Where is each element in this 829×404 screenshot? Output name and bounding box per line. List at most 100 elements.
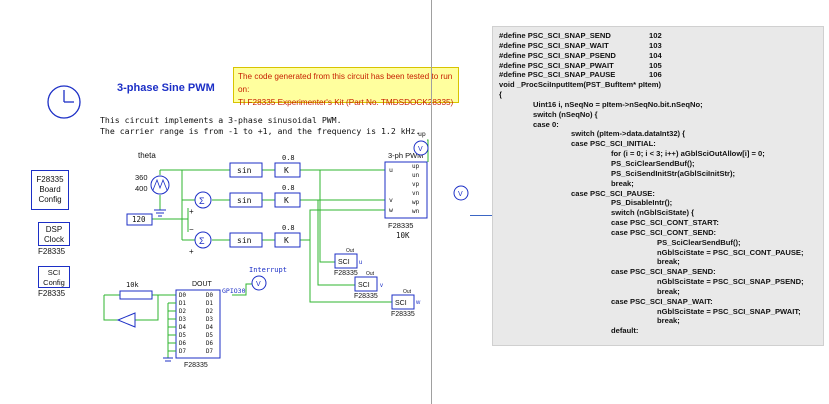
dout-block[interactable] (175, 289, 221, 359)
code-define-value: 106 (649, 70, 662, 80)
dsp-clock-line1: DSP (45, 225, 63, 234)
code-define-value: 104 (649, 50, 662, 60)
dout-pin-left: D3 (179, 317, 186, 323)
code-line: case PSC_SCI_SNAP_WAIT: (611, 296, 713, 306)
code-line: nGblSciState = PSC_SCI_SNAP_PSEND; (657, 277, 804, 287)
sci-label-v: SCI (358, 282, 370, 289)
summer-w[interactable]: Σ (194, 231, 212, 249)
tested-notice: The code generated from this circuit has… (233, 67, 459, 107)
sci-chip-w: F28335 (391, 311, 415, 318)
sci-signal-v: v (380, 283, 383, 289)
interrupt-label: Interrupt (249, 266, 287, 274)
dout-pin-right: D3 (206, 317, 213, 323)
pwm-chip: F28335 (388, 221, 413, 230)
inverter-icon[interactable] (116, 312, 136, 328)
board-config-line2: Board (39, 185, 61, 194)
pwm-port-un: un (412, 172, 420, 179)
code-line: case PSC_SCI_INITIAL: (571, 139, 656, 149)
sin-block-w[interactable] (229, 232, 263, 248)
code-line: break; (657, 286, 680, 296)
interrupt-voltmeter[interactable] (251, 275, 267, 291)
dout-ground-icon (163, 357, 173, 362)
code-define-name: #define PSC_SCI_SNAP_SEND (499, 31, 611, 40)
dout-pin-right: D5 (206, 333, 213, 339)
circuit-title: 3-phase Sine PWM (117, 82, 215, 94)
code-line: case 0: (533, 119, 559, 129)
dout-pin-left: D2 (179, 309, 186, 315)
sine-source[interactable] (150, 175, 170, 195)
code-line: break; (657, 316, 680, 326)
resistor-icon[interactable] (119, 290, 153, 300)
clock-icon[interactable] (47, 85, 81, 119)
pwm-block[interactable] (384, 161, 428, 219)
pwm-port-vp: vp (412, 181, 420, 188)
code-line: Uint16 i, nSeqNo = pItem->nSeqNo.bit.nSe… (533, 99, 703, 109)
sin-label-u: sin (237, 166, 252, 175)
sin-label-v: sin (237, 196, 252, 205)
gain-value-w: 0.8 (282, 224, 295, 232)
voltmeter-up[interactable] (413, 140, 429, 156)
code-line: PS_SciClearSendBuf(); (611, 158, 695, 168)
code-line: case PSC_SCI_PAUSE: (571, 188, 655, 198)
sine-source-amplitude: 360 (135, 173, 148, 182)
sci-chip-v: F28335 (354, 293, 378, 300)
resistor-label: 10k (126, 281, 139, 289)
gain-block-u[interactable] (274, 162, 301, 178)
code-line: switch (nGblSciState) { (611, 208, 695, 218)
board-config-block[interactable]: F28335 Board Config (31, 170, 69, 210)
sin-block-v[interactable] (229, 192, 263, 208)
circuit-description-line1: This circuit implements a 3-phase sinuso… (100, 115, 342, 125)
code-line: break; (657, 257, 680, 267)
gain-block-w[interactable] (274, 232, 301, 248)
sci-label-u: SCI (338, 259, 350, 266)
voltmeter-wp[interactable] (453, 185, 469, 201)
sin-block-u[interactable] (229, 162, 263, 178)
code-line: switch (pItem->data.dataInt32) { (571, 129, 686, 139)
wp-voltmeter-area: V (453, 185, 469, 201)
code-line: { (499, 90, 502, 100)
notice-line1: The code generated from this circuit has… (238, 72, 453, 94)
gain-block-v[interactable] (274, 192, 301, 208)
voltmeter-symbol-wp: V (458, 191, 463, 198)
code-define-value: 105 (649, 60, 662, 70)
circuit-description-line2: The carrier range is from -1 to +1, and … (100, 126, 421, 136)
svg-text:+: + (189, 247, 194, 256)
pwm-port-v: v (389, 196, 393, 204)
svg-text:−: − (189, 225, 194, 234)
dout-title: DOUT (192, 281, 213, 288)
sci-out-block-u[interactable] (334, 253, 358, 269)
interrupt-voltmeter-symbol: V (256, 281, 261, 288)
code-line: case PSC_SCI_CONT_START: (611, 218, 719, 228)
const-120-label: 120 (132, 215, 146, 224)
dout-pin-right: D1 (206, 301, 213, 307)
pwm-port-wn: wn (412, 208, 420, 215)
pwm-title: 3-ph PWM (388, 151, 423, 160)
sin-label-w: sin (237, 236, 252, 245)
sci-out-block-w[interactable] (391, 294, 415, 310)
gain-k-v: K (284, 196, 289, 205)
summer-v[interactable]: Σ (194, 191, 212, 209)
const-120-block[interactable] (126, 213, 153, 226)
dout-pin-right: D2 (206, 309, 213, 315)
dout-chip: F28335 (184, 362, 208, 369)
sci-chip-u: F28335 (334, 270, 358, 277)
sci-config-chip: F28335 (38, 289, 66, 298)
code-define-name: #define PSC_SCI_SNAP_WAIT (499, 40, 609, 50)
signal-wires (103, 139, 429, 321)
gain-k-u: K (284, 166, 289, 175)
code-define-value: 103 (649, 40, 662, 50)
sci-config-block[interactable]: SCI Config (38, 266, 70, 288)
sci-out-block-v[interactable] (354, 276, 378, 292)
svg-text:+: + (189, 207, 194, 216)
dsp-clock-block[interactable]: DSP Clock (38, 222, 70, 246)
voltmeter-symbol-up: V (418, 146, 423, 153)
code-line: break; (611, 178, 634, 188)
dout-pin-left: D0 (179, 293, 186, 299)
pane-divider[interactable] (431, 0, 432, 404)
gain-value-v: 0.8 (282, 184, 295, 192)
sci-signal-w: w (415, 300, 421, 306)
